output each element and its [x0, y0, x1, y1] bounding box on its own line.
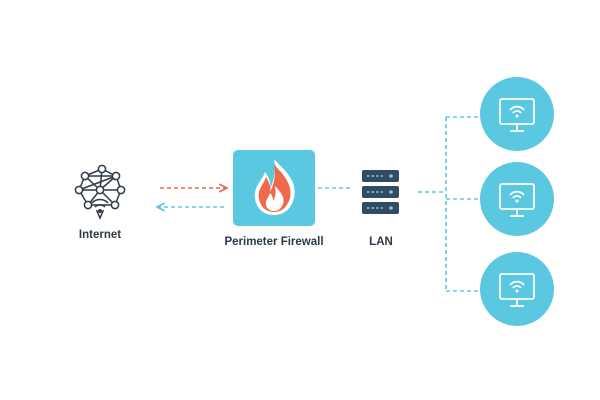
- lan-distribution-links: [418, 116, 480, 292]
- network-globe-icon: [74, 164, 126, 220]
- client-node: [480, 252, 554, 326]
- firewall-node: [233, 150, 315, 226]
- flame-icon: [254, 159, 295, 215]
- server-stack-icon: [362, 170, 399, 214]
- client-node: [480, 162, 554, 236]
- client-node: [480, 77, 554, 151]
- monitor-wifi-icon: [499, 183, 535, 217]
- internet-label: Internet: [78, 229, 122, 241]
- firewall-label: Perimeter Firewall: [224, 236, 324, 248]
- lan-label: LAN: [369, 236, 393, 248]
- monitor-wifi-icon: [499, 98, 535, 132]
- monitor-wifi-icon: [499, 273, 535, 307]
